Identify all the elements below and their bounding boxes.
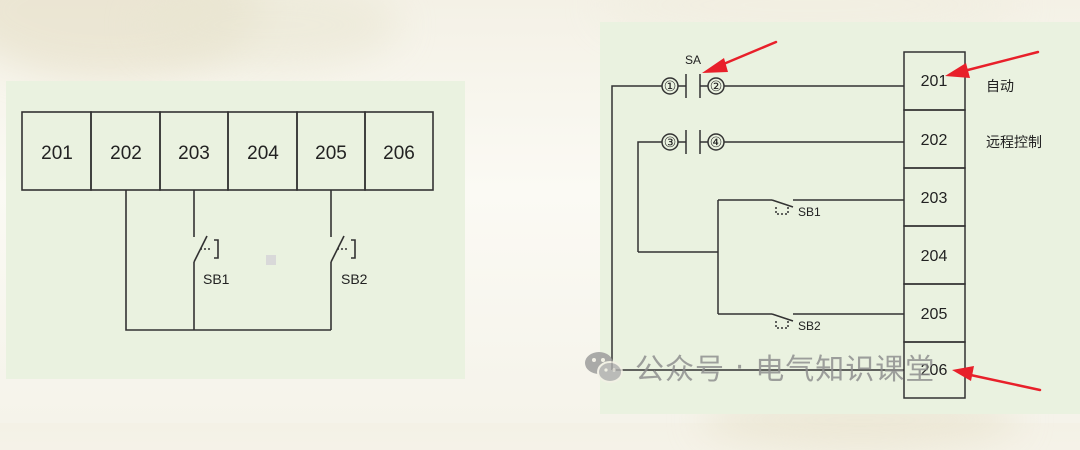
switch-label-sb2: SB2: [798, 319, 821, 333]
terminal-label: 206: [383, 143, 415, 164]
switch-blade: [771, 199, 794, 208]
arrow-icon: [952, 366, 1042, 392]
pushbutton-sb2-symbol: [330, 230, 356, 268]
watermark: 公众号 · 电气知识课堂: [583, 343, 1053, 391]
watermark-name: 电气知识课堂: [755, 352, 936, 386]
wechat-icon: [583, 348, 625, 386]
switch-label-sb1: SB1: [203, 271, 230, 287]
selector-label-sa: SA: [685, 53, 701, 67]
contact-number: ②: [710, 78, 723, 94]
terminal-label: 202: [110, 143, 142, 164]
switch-label-sb1: SB1: [798, 205, 821, 219]
terminal-note-auto: 自动: [986, 78, 1014, 94]
arrow-icon: [702, 40, 778, 73]
terminal-label: 201: [41, 143, 73, 164]
terminal-label: 205: [921, 306, 948, 323]
watermark-prefix: 公众号: [635, 352, 726, 386]
terminal-label: 201: [921, 73, 948, 90]
arrow-icon: [945, 50, 1040, 78]
wire: [637, 141, 662, 252]
contact-number: ③: [664, 134, 677, 150]
right-diagram-panel: [600, 22, 1080, 414]
terminal-label: 206: [921, 362, 948, 379]
terminal-label: 204: [921, 248, 948, 265]
switch-actuator: [775, 321, 789, 329]
background-blob: [140, 0, 400, 70]
switch-label-sb2: SB2: [341, 271, 368, 287]
terminal-label: 203: [921, 190, 948, 207]
terminal-box: [364, 111, 434, 191]
switch-blade: [771, 313, 794, 322]
wire: [125, 190, 331, 331]
watermark-separator: ·: [735, 350, 746, 384]
wire: [611, 85, 662, 370]
terminal-label: 203: [178, 143, 210, 164]
terminal-note-remote: 远程控制: [986, 134, 1042, 150]
terminal-label: 204: [247, 143, 279, 164]
artifact-square: [266, 255, 276, 265]
left-wiring-diagram: 201 202 203 204 205 206 SB1 SB2: [6, 81, 465, 379]
switch-actuator: [775, 207, 789, 215]
right-wiring-diagram: ① ② ③ ④ SA 201 202 203 204 205 206 SB1 S…: [600, 22, 1080, 414]
terminal-label: 202: [921, 132, 948, 149]
terminal-label: 205: [315, 143, 347, 164]
pushbutton-sb1-symbol: [193, 230, 219, 268]
contact-number: ④: [710, 134, 723, 150]
contact-number: ①: [664, 78, 677, 94]
